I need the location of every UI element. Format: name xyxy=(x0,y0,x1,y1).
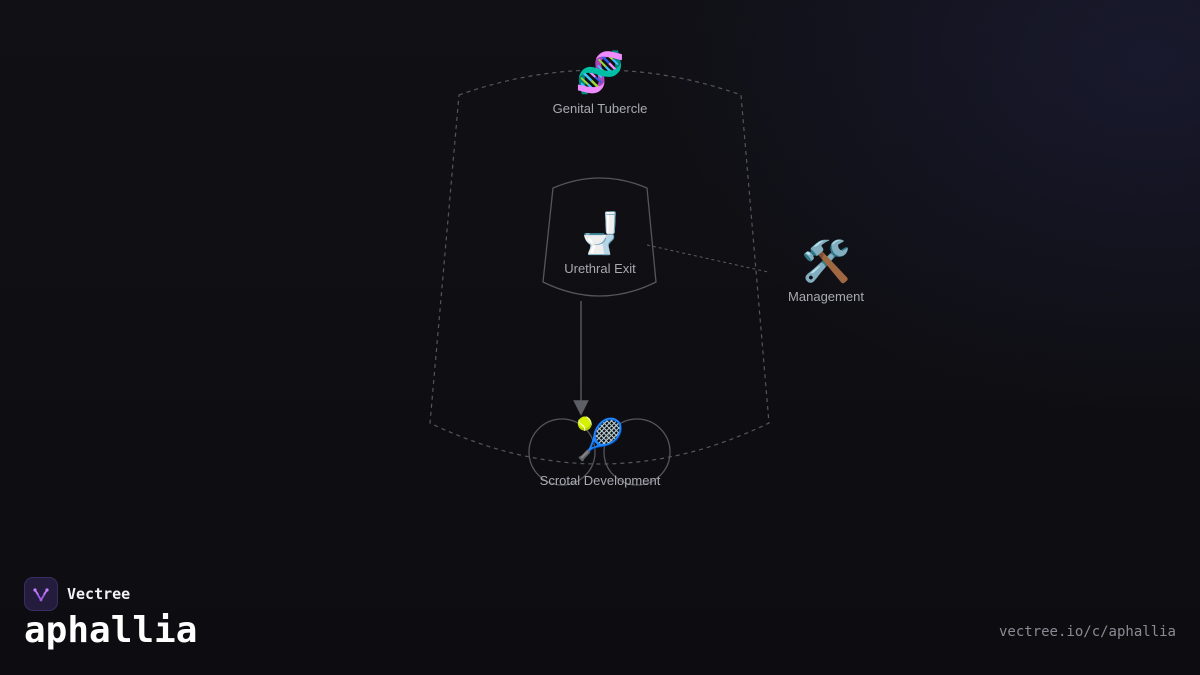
brand-name: Vectree xyxy=(67,585,131,603)
node-label-urethral-exit: Urethral Exit xyxy=(564,261,636,276)
edge-urethral-to-management xyxy=(646,244,769,273)
node-genital-tubercle[interactable]: 🧬 Genital Tubercle xyxy=(553,48,648,116)
node-label-scrotal-development: Scrotal Development xyxy=(540,473,661,488)
node-label-management: Management xyxy=(788,289,864,304)
outer-boundary xyxy=(429,69,770,465)
scrotal-circle-left xyxy=(528,418,596,486)
vectree-logo-icon xyxy=(24,577,58,611)
scrotal-circle-right xyxy=(603,418,671,486)
node-management[interactable]: 🛠️ Management xyxy=(788,237,864,304)
node-urethral-exit[interactable]: 🚽 Urethral Exit xyxy=(564,210,636,276)
tools-icon: 🛠️ xyxy=(801,237,851,285)
node-scrotal-development[interactable]: 🎾 Scrotal Development xyxy=(540,415,661,488)
page-title: aphallia xyxy=(24,610,198,651)
source-url[interactable]: vectree.io/c/aphallia xyxy=(998,624,1176,640)
brand: Vectree xyxy=(24,577,130,611)
dna-icon: 🧬 xyxy=(575,48,625,96)
tennis-icon: 🎾 xyxy=(575,415,625,463)
toilet-icon: 🚽 xyxy=(575,210,625,257)
urethral-exit-container xyxy=(542,177,657,297)
node-label-genital-tubercle: Genital Tubercle xyxy=(553,101,648,116)
